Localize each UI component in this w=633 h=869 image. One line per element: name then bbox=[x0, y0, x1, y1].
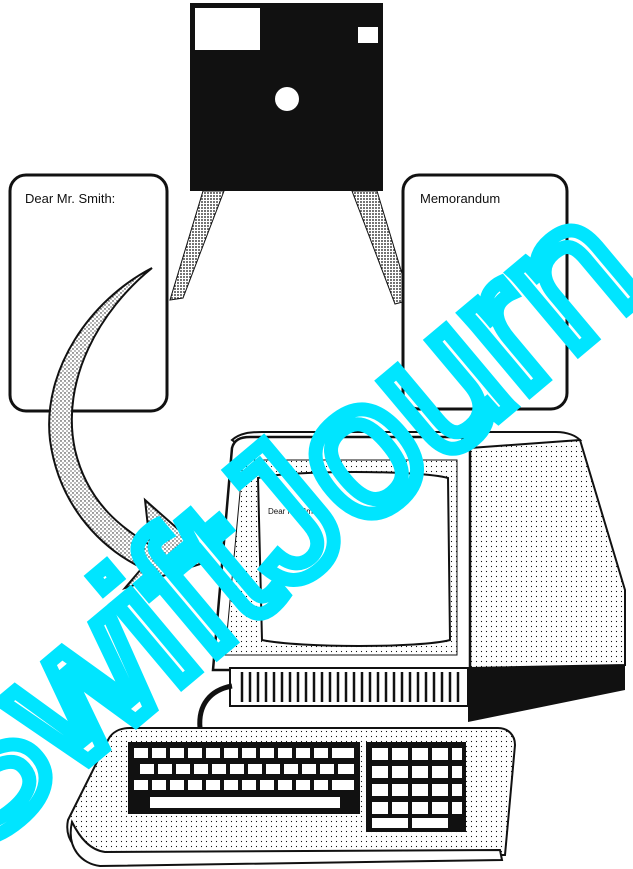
connector-left bbox=[170, 191, 224, 300]
document-left: Dear Mr. Smith: bbox=[10, 175, 167, 411]
document-left-title: Dear Mr. Smith: bbox=[25, 191, 115, 206]
floppy-disk-icon bbox=[190, 3, 383, 191]
